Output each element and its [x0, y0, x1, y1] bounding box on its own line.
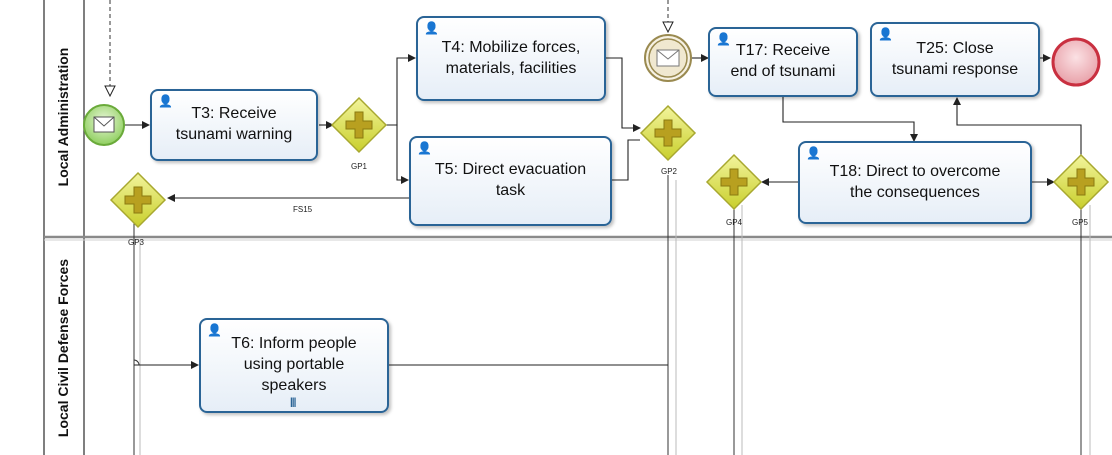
gateway-gp5-label: GP5: [1072, 218, 1089, 227]
parallel-gateway-icon: [345, 111, 373, 139]
user-task-icon: 👤: [424, 21, 439, 35]
task-t17[interactable]: 👤 T17: Receive end of tsunami: [708, 27, 858, 97]
vertical-flows: [133, 175, 1091, 455]
message-start-event-icon: [93, 116, 115, 133]
gateway-gp2[interactable]: [639, 104, 697, 162]
intermediate-message-event[interactable]: [644, 34, 692, 82]
lane-label-local-civil-defense-forces: Local Civil Defense Forces: [55, 258, 71, 438]
parallel-gateway-icon: [1067, 168, 1095, 196]
task-t3-label: T3: Receive tsunami warning: [175, 105, 293, 143]
task-t5-label: T5: Direct evacuation task: [434, 161, 587, 199]
gateway-gp1-label: GP1: [351, 162, 368, 171]
gateway-gp3-label: GP3: [128, 238, 145, 247]
user-task-icon: 👤: [417, 141, 432, 155]
pool-frame: [43, 0, 1112, 455]
task-t4-label: T4: Mobilize forces, materials, faciliti…: [441, 38, 581, 77]
task-t17-label: T17: Receive end of tsunami: [730, 42, 836, 80]
task-t5[interactable]: 👤 T5: Direct evacuation task: [409, 136, 612, 226]
task-t18[interactable]: 👤 T18: Direct to overcome the consequenc…: [798, 141, 1032, 224]
user-task-icon: 👤: [878, 27, 893, 41]
task-t25-label: T25: Close tsunami response: [891, 39, 1019, 78]
user-task-icon: 👤: [716, 32, 731, 46]
gateway-gp4[interactable]: [705, 153, 763, 211]
gateway-gp4-label: GP4: [726, 218, 743, 227]
flow-fs15-label: FS15: [293, 205, 313, 214]
gateway-gp2-label: GP2: [661, 167, 678, 176]
task-t4[interactable]: 👤 T4: Mobilize forces, materials, facili…: [416, 16, 606, 101]
flow-hop: [133, 359, 140, 366]
gateway-gp5[interactable]: [1052, 153, 1110, 211]
parallel-gateway-icon: [654, 119, 682, 147]
user-task-icon: 👤: [207, 323, 222, 337]
message-intermediate-event-icon: [656, 49, 680, 67]
task-t3[interactable]: 👤 T3: Receive tsunami warning: [150, 89, 318, 161]
task-t25[interactable]: 👤 T25: Close tsunami response: [870, 22, 1040, 97]
start-event[interactable]: [83, 104, 125, 146]
task-t6[interactable]: 👤 T6: Inform people using portable speak…: [199, 318, 389, 413]
parallel-gateway-icon: [720, 168, 748, 196]
lane-label-local-administration: Local Administration: [55, 47, 71, 187]
message-flows: [110, 0, 668, 96]
sequence-flows: [125, 54, 1082, 369]
multi-instance-marker-icon: |||: [290, 397, 296, 408]
user-task-icon: 👤: [158, 94, 173, 108]
end-event[interactable]: [1051, 37, 1101, 87]
parallel-gateway-icon: [124, 186, 152, 214]
user-task-icon: 👤: [806, 146, 821, 160]
gateway-gp3[interactable]: [109, 171, 167, 229]
gateway-gp1[interactable]: [330, 96, 388, 154]
task-t6-label: T6: Inform people using portable speaker…: [231, 335, 357, 394]
task-t18-label: T18: Direct to overcome the consequences: [829, 162, 1001, 201]
